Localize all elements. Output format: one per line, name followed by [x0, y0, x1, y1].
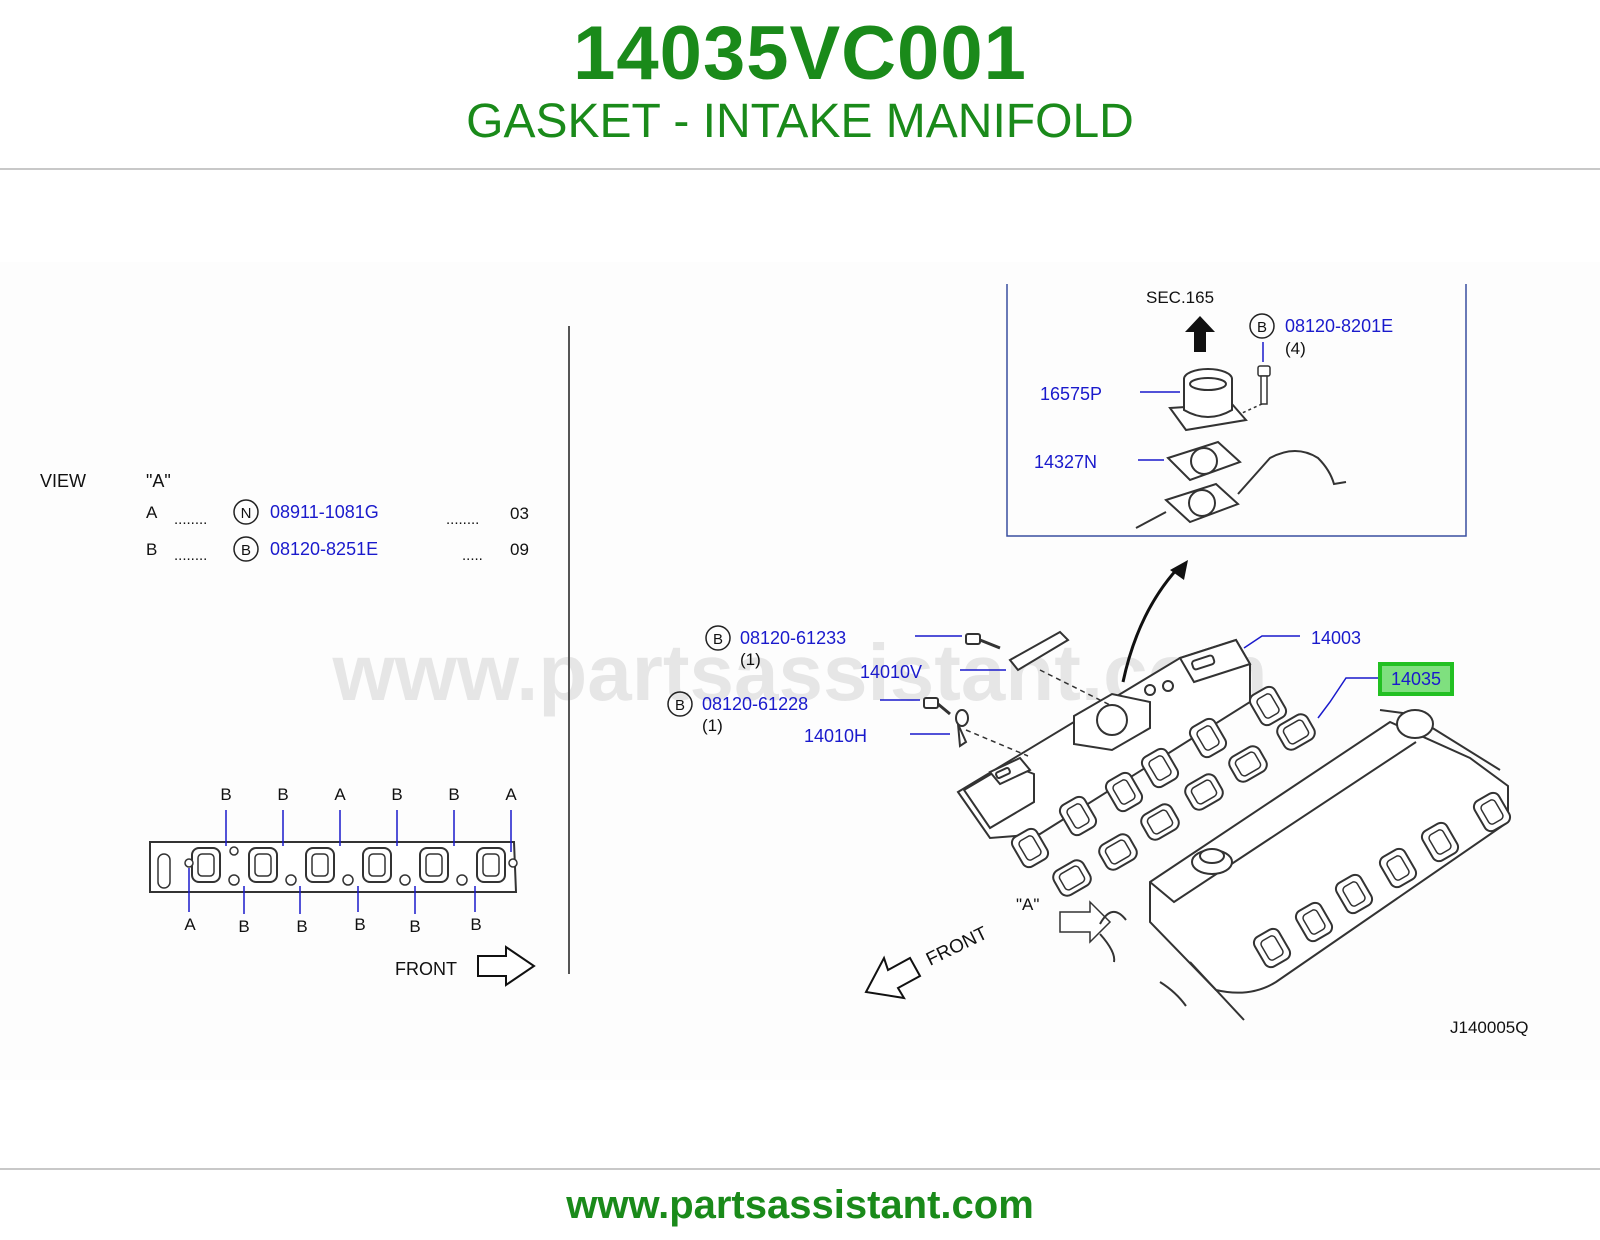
bolt-symbol-icon [667, 691, 693, 717]
front-label: FRONT [923, 923, 991, 971]
legend-b-dots2: ..... [462, 547, 483, 564]
gasket-14035-link[interactable]: 14035 [1391, 669, 1441, 689]
view-top-label-4: B [391, 785, 402, 804]
detail-link-arrow [1121, 566, 1180, 683]
intake-manifold-drawing [923, 630, 1514, 1021]
view-front-label: FRONT [395, 959, 457, 979]
detail-bolt-part-link[interactable]: 08120-8201E [1285, 316, 1393, 336]
view-a-gasket-drawing: B B A B B A A B B B B B FRONT [149, 785, 536, 987]
view-a-legend: VIEW "A" A ........ N 08911-1081G ......… [40, 471, 529, 564]
view-top-label-5: B [448, 785, 459, 804]
detail-bolt-qty: (4) [1285, 339, 1306, 358]
bolt-symbol-icon [1249, 313, 1275, 339]
view-label: VIEW [40, 471, 86, 491]
bracket-14010v-link[interactable]: 14010V [860, 662, 922, 682]
view-name: "A" [146, 471, 171, 491]
legend-b-symbol: B [241, 542, 251, 559]
legend-a-qty: 03 [510, 504, 529, 523]
legend-a-dots2: ........ [446, 511, 479, 528]
view-bottom-label-6: B [470, 915, 481, 934]
bolt-2-symbol: B [675, 697, 685, 714]
arrow-up-icon [1185, 316, 1215, 352]
legend-a-symbol: N [241, 505, 252, 522]
legend-b-qty: 09 [510, 540, 529, 559]
view-a-ref: "A" [1016, 895, 1039, 914]
gasket-14327n-drawing [1166, 440, 1242, 482]
view-bottom-label-1: A [184, 915, 196, 934]
part-14327n-link[interactable]: 14327N [1034, 452, 1097, 472]
view-bottom-label-5: B [409, 917, 420, 936]
front-arrow-icon [864, 955, 922, 1000]
header-divider [0, 168, 1600, 170]
part-16575p-link[interactable]: 16575P [1040, 384, 1102, 404]
adapter-drawing [1168, 368, 1248, 432]
part-number-title: 14035VC001 [573, 11, 1027, 96]
page-header: 14035VC001 GASKET - INTAKE MANIFOLD [0, 0, 1600, 170]
parts-diagram: www.partsassistant.com VIEW "A" A ......… [0, 262, 1600, 1080]
view-top-label-6: A [505, 785, 517, 804]
view-bottom-label-4: B [354, 915, 365, 934]
bolt-symbol-icon [233, 536, 259, 562]
legend-a-part-link[interactable]: 08911-1081G [270, 502, 379, 522]
bolt-symbol-icon [705, 625, 731, 651]
legend-b-part-link[interactable]: 08120-8251E [270, 539, 378, 559]
footer-divider [0, 1168, 1600, 1170]
view-top-label-1: B [220, 785, 231, 804]
manifold-14003-link[interactable]: 14003 [1311, 628, 1361, 648]
part-name-subtitle: GASKET - INTAKE MANIFOLD [466, 95, 1134, 148]
nut-symbol-icon [233, 499, 259, 525]
detail-box: SEC.165 B 08120-8201E (4) 16575P [1006, 284, 1467, 537]
diagram-id: J140005Q [1450, 1018, 1528, 1037]
highlight-box [1378, 662, 1454, 696]
legend-a-key: A [146, 503, 158, 522]
bolt-2-qty: (1) [702, 716, 723, 735]
bolt-08120-61233-link[interactable]: 08120-61233 [740, 628, 846, 648]
bolt-1-symbol: B [713, 631, 723, 648]
bolt-1-qty: (1) [740, 650, 761, 669]
legend-b-key: B [146, 540, 157, 559]
legend-a-dots: ........ [174, 511, 207, 528]
bolt-08120-61228-link[interactable]: 08120-61228 [702, 694, 808, 714]
view-top-label-2: B [277, 785, 288, 804]
bolt-drawing [1239, 365, 1271, 415]
arrowhead-icon [1170, 560, 1188, 580]
detail-bolt-symbol: B [1257, 319, 1267, 336]
view-bottom-label-3: B [296, 917, 307, 936]
section-ref[interactable]: SEC.165 [1146, 288, 1214, 307]
view-a-arrow-icon [1059, 900, 1112, 944]
diagram-svg: www.partsassistant.com VIEW "A" A ......… [40, 284, 1528, 1037]
flange-drawing [1135, 450, 1347, 529]
view-top-label-3: A [334, 785, 346, 804]
bracket-14010h-link[interactable]: 14010H [804, 726, 867, 746]
footer-url[interactable]: www.partsassistant.com [566, 1183, 1034, 1227]
main-callouts: B 08120-61233 (1) 14010V B 08120-61228 (… [667, 625, 1528, 1037]
front-arrow-icon [477, 945, 536, 987]
legend-b-dots: ........ [174, 547, 207, 564]
view-bottom-label-2: B [238, 917, 249, 936]
